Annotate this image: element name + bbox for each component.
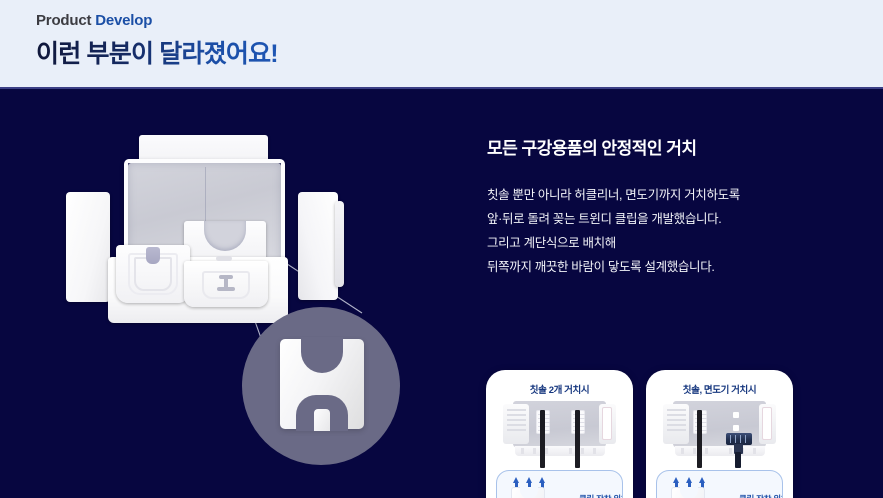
clip-glyph-icon	[217, 275, 235, 293]
product-left-slot-knob	[146, 247, 160, 264]
toothbrush-handle-1	[697, 410, 702, 468]
page-header: Product Develop 이런 부분이 달라졌어요!	[0, 0, 883, 88]
card-title: 칫솔 2개 거치시	[529, 385, 590, 396]
usage-cards: 칫솔 2개 거치시	[486, 370, 793, 498]
product-module-slot	[202, 271, 250, 299]
up-arrows-icon	[673, 477, 707, 488]
clip-position-callout: 클립 장착 위치	[496, 470, 623, 498]
magnifier-bubble	[242, 307, 400, 465]
razor-neck	[734, 444, 743, 454]
product-right-wing	[298, 192, 338, 300]
clip-center-tab	[314, 409, 330, 431]
up-arrows-icon	[513, 477, 547, 488]
header-eyebrow: Product Develop	[36, 11, 278, 31]
clip-mini-illustration	[511, 487, 545, 498]
clip-top-notch	[301, 337, 343, 373]
clip-mini-top-notch	[680, 487, 698, 498]
clip-mini-illustration	[671, 487, 705, 498]
toothbrush-handle-2	[575, 410, 580, 468]
device-base	[675, 446, 765, 456]
card-title: 칫솔, 면도기 거치시	[682, 385, 757, 396]
clip-position-callout: 클립 장착 위치	[656, 470, 783, 498]
header-eyebrow-word1: Product	[36, 12, 96, 29]
card-device-illustration	[663, 401, 776, 468]
device-right-strip	[602, 407, 612, 440]
copy-line-3: 그리고 계단식으로 배치해	[487, 236, 616, 250]
callout-label: 클립 장착 위치	[739, 493, 782, 498]
copy-block: 모든 구강용품의 안정적인 거치 칫솔 뿐만 아니라 허클리너, 면도기까지 거…	[487, 137, 847, 279]
device-left-grid	[507, 409, 526, 433]
product-module-pill	[216, 256, 232, 261]
product-visual	[0, 89, 470, 498]
copy-line-4: 뒤쪽까지 깨끗한 바람이 닿도록 설계했습니다.	[487, 260, 715, 274]
device-indicator-2	[733, 425, 739, 431]
razor-head	[726, 433, 752, 445]
razor-handle	[735, 452, 741, 468]
header-divider	[0, 87, 883, 89]
device-base	[515, 446, 605, 456]
header-eyebrow-word2: Develop	[95, 12, 153, 29]
product-assembly	[66, 135, 366, 325]
page-title: 이런 부분이 달라졌어요!	[36, 40, 279, 68]
toothbrush-handle-1	[540, 410, 545, 468]
usage-card-two-toothbrushes: 칫솔 2개 거치시	[486, 370, 633, 498]
device-indicator-1	[733, 412, 739, 418]
card-device-illustration	[503, 401, 616, 468]
copy-title: 모든 구강용품의 안정적인 거치	[487, 139, 697, 158]
header-text-block: Product Develop 이런 부분이 달라졌어요!	[36, 11, 279, 70]
product-left-wing	[66, 192, 110, 302]
copy-line-2: 앞·뒤로 돌려 꽂는 트윈디 클립을 개발했습니다.	[487, 212, 722, 226]
clip-mini-top-notch	[520, 487, 538, 498]
callout-label: 클립 장착 위치	[579, 493, 622, 498]
twindy-clip-illustration	[280, 337, 364, 431]
copy-line-1: 칫솔 뿐만 아니라 허클리너, 면도기까지 거치하도록	[487, 188, 740, 202]
usage-card-toothbrush-razor: 칫솔, 면도기 거치시	[646, 370, 793, 498]
device-left-grid	[667, 409, 686, 433]
content-stage: 모든 구강용품의 안정적인 거치 칫솔 뿐만 아니라 허클리너, 면도기까지 거…	[0, 89, 883, 498]
product-right-strip	[335, 201, 344, 287]
device-right-strip	[762, 407, 772, 440]
